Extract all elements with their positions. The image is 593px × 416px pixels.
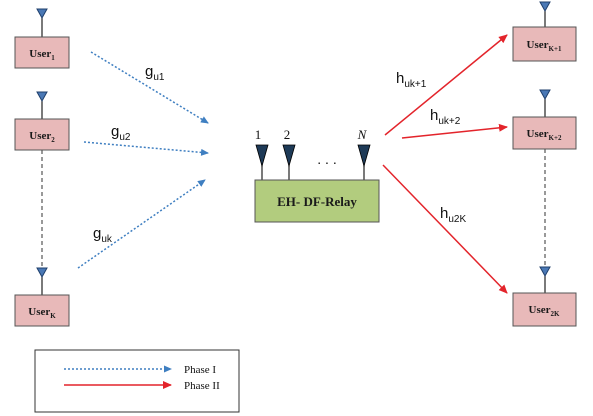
relay-box [254,179,380,223]
user-2k-label: User2K [529,304,561,318]
channel-h-uk-plus-2-arrow [401,123,508,139]
relay-antenna-2-label: 2 [284,127,291,142]
user-k-plus-2-box [512,116,577,150]
user-2: User2 [14,91,70,151]
user-k-label: UserK [28,306,56,320]
user-k-plus-1-box [512,26,577,62]
user-k-plus-1-label: UserK+1 [527,39,562,53]
user-1-label: User1 [29,48,55,62]
relay-antenna-1-label: 1 [255,127,262,142]
relay-antenna-2-icon [282,144,296,168]
relay-antenna-dots: . . . [317,151,336,167]
user-2-antenna-icon [36,91,48,103]
user-k-antenna-icon [36,267,48,279]
channel-h-uk-plus-1-arrow [384,34,508,136]
channel-g-u2-label: gu2 [111,123,131,143]
user-k-plus-2-antenna-icon [539,89,551,101]
user-k-plus-2: UserK+2 [512,89,577,150]
user-2-label: User2 [29,130,55,144]
legend-box [34,349,240,413]
legend-phase2-label: Phase II [184,380,220,392]
channel-h-u2k-label: hu2K [440,205,466,225]
channel-h-uk-plus-1-label: huk+1 [396,70,427,90]
user-1-antenna-icon [36,8,48,20]
user-k-plus-2-label: UserK+2 [527,128,562,142]
channel-g-u1-arrow [90,51,209,124]
user-k-plus-1-antenna-icon [539,1,551,13]
user-k-box [14,294,70,327]
channel-h-u2k-arrow [382,164,508,294]
user-2k: User2K [512,266,577,327]
relay-antenna-n-label: N [357,127,368,142]
legend: Phase I Phase II [34,349,240,413]
relay-antenna-n-icon [357,144,371,168]
legend-phase1-label: Phase I [184,364,216,376]
relay: 1 2 N . . . EH- DF-Relay [254,127,380,223]
user-k-plus-1: UserK+1 [512,1,577,62]
relay-antenna-1-icon [255,144,269,168]
user-2-box [14,118,70,151]
user-1: User1 [14,8,70,69]
channel-g-u2-arrow [83,141,209,156]
user-2k-box [512,292,577,327]
user-k: UserK [14,267,70,327]
relay-label: EH- DF-Relay [277,194,357,209]
user-1-box [14,36,70,69]
channel-g-u1-label: gu1 [145,63,165,83]
channel-h-uk-plus-2-label: huk+2 [430,107,461,127]
channel-g-uk-arrow [77,179,206,269]
user-2k-antenna-icon [539,266,551,278]
channel-g-uk-label: guk [93,225,113,245]
